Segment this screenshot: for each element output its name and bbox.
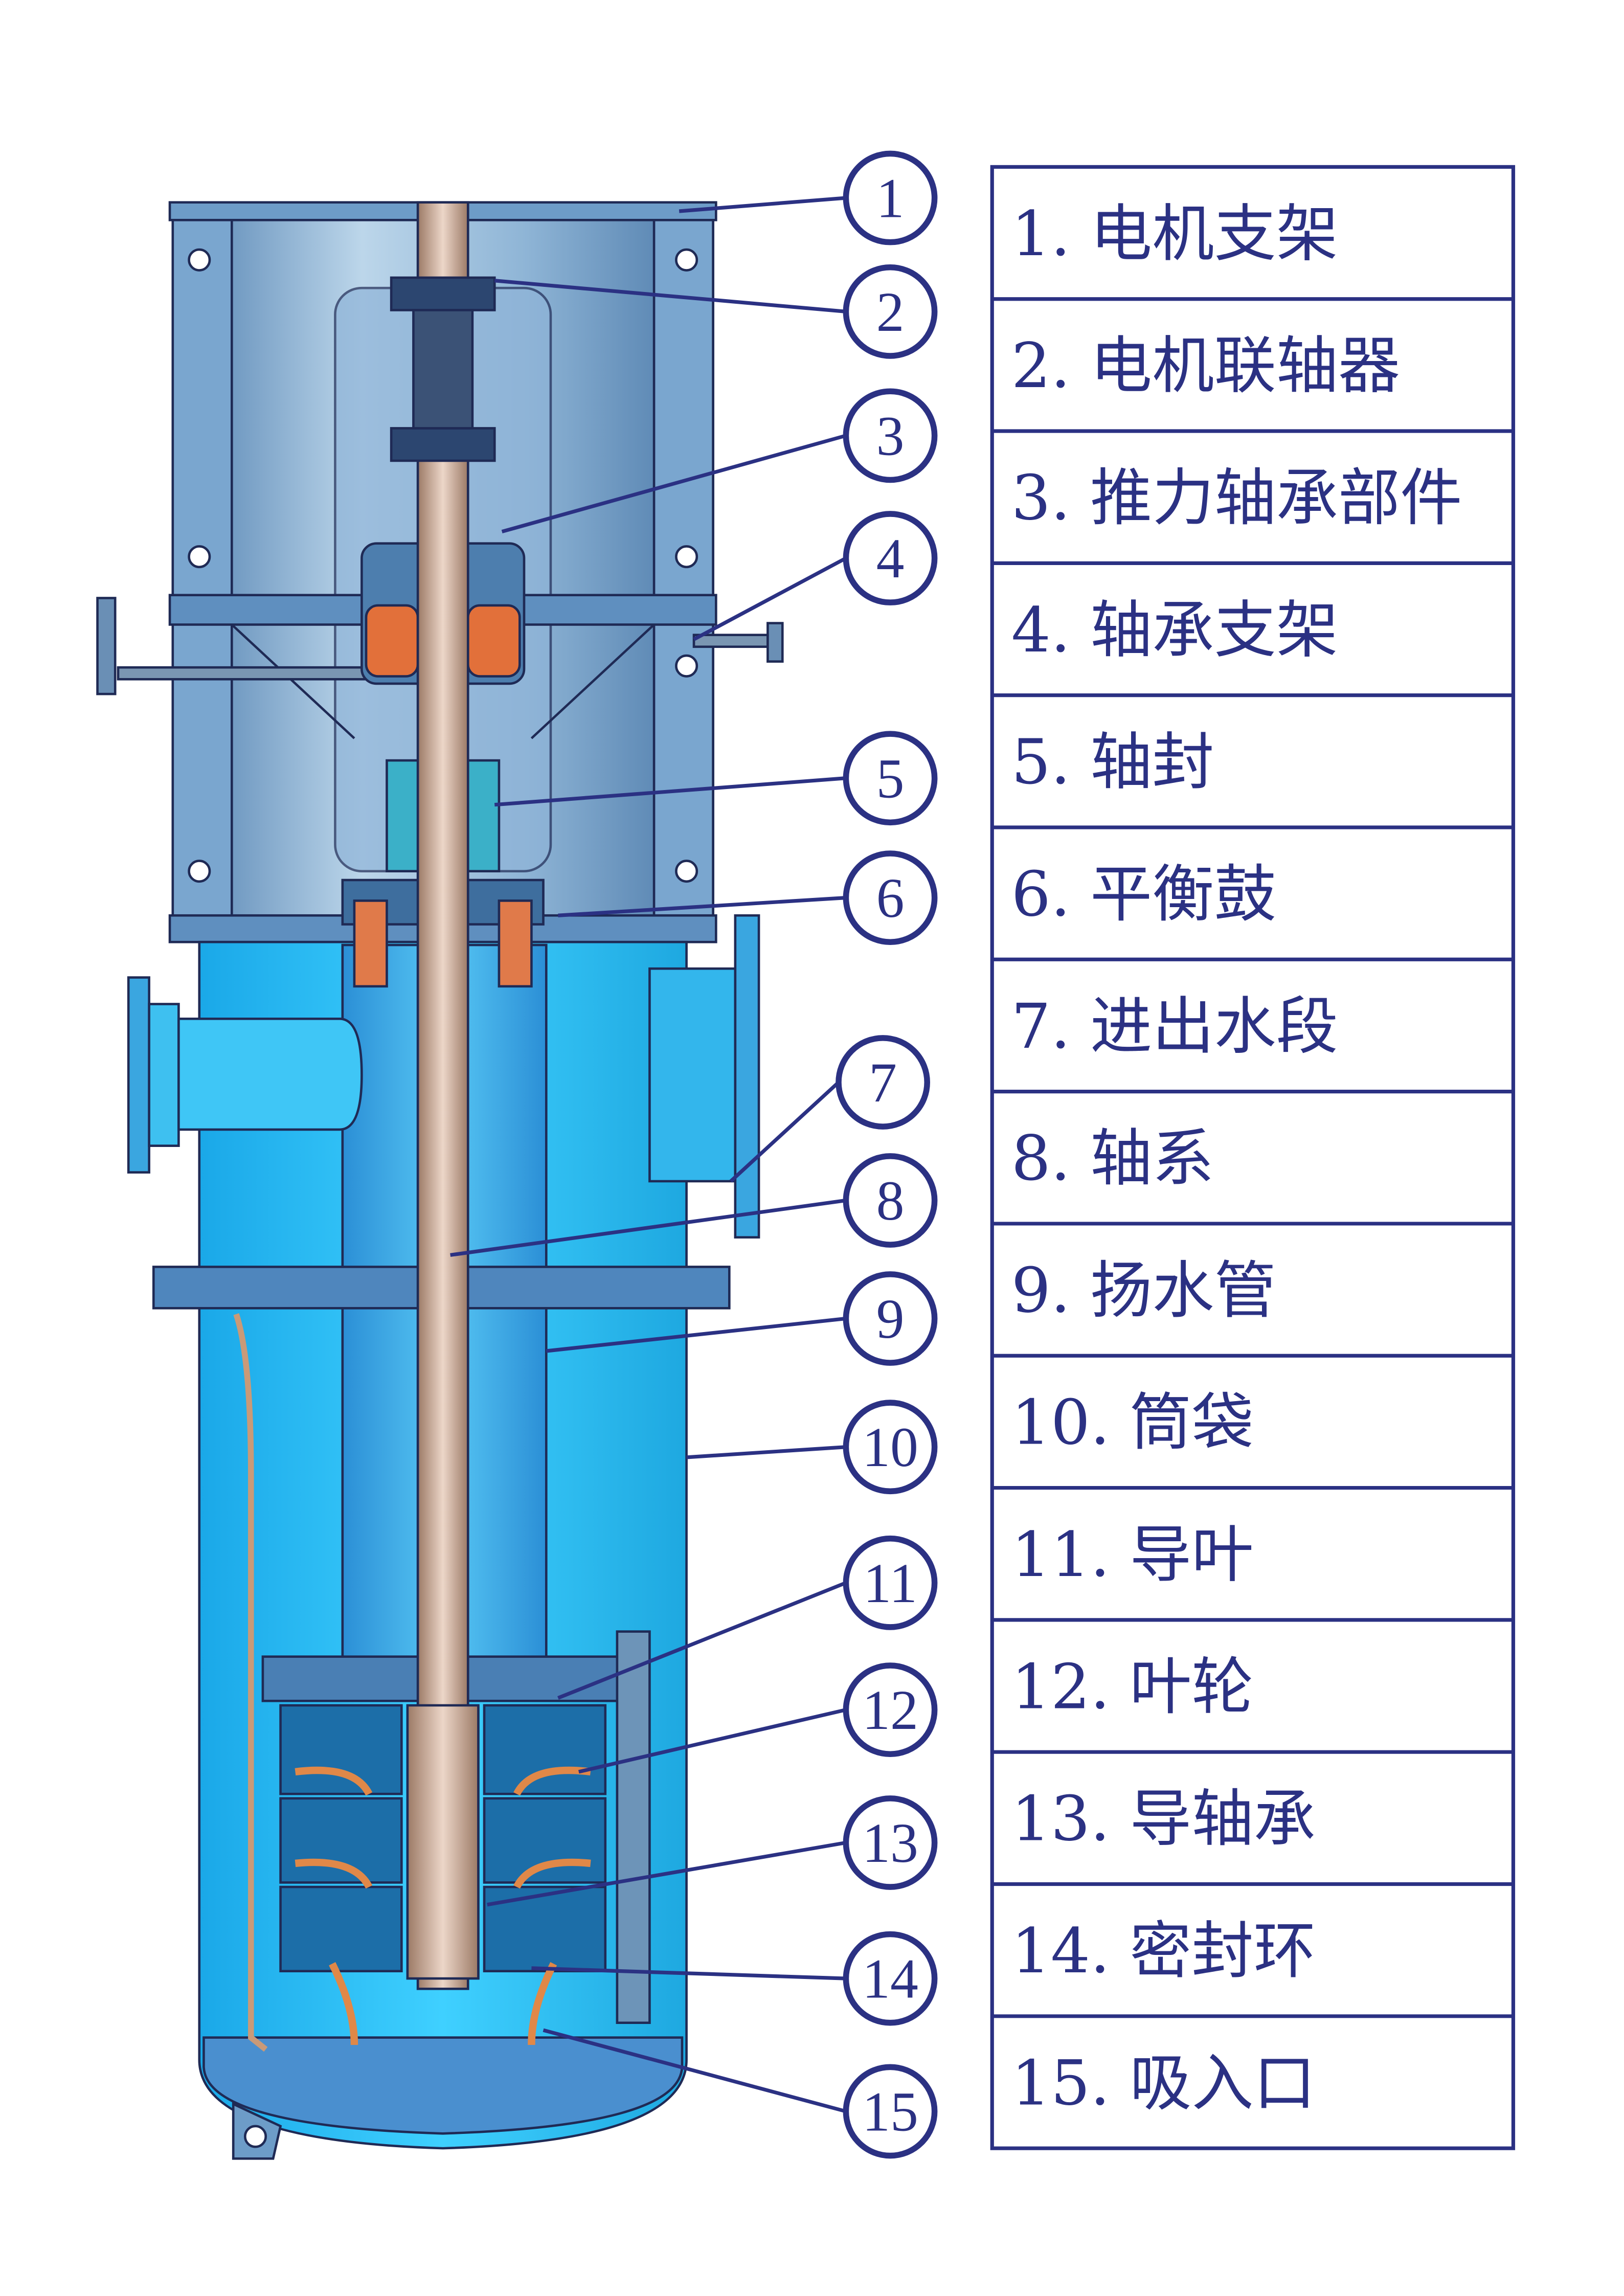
- leader-line: [487, 1840, 847, 1907]
- leader-line: [558, 896, 846, 917]
- leader-line: [557, 1581, 847, 1700]
- leader-line: [679, 196, 846, 213]
- callout-12: 12: [578, 1662, 938, 1774]
- leader-line: [501, 434, 847, 534]
- legend-table: 1. 电机支架 2. 电机联轴器 3. 推力轴承部件 4. 轴承支架 5. 轴封 6. 平…: [990, 165, 1516, 2150]
- callout-circle: [843, 511, 938, 605]
- legend-item: 7. 进出水段: [1011, 990, 1338, 1063]
- callout-number: 4: [876, 527, 905, 590]
- callout-4: 4: [693, 511, 938, 641]
- callout-15: 15: [543, 2028, 938, 2159]
- callout-circle: [843, 264, 938, 359]
- callout-number: 5: [876, 747, 905, 809]
- leader-line: [531, 1966, 846, 1980]
- legend-item: 6. 平衡鼓: [1011, 858, 1276, 930]
- callout-6: 6: [558, 850, 938, 946]
- callout-7: 7: [729, 1035, 930, 1183]
- legend-item: 2. 电机联轴器: [1011, 329, 1400, 402]
- callout-circle: [843, 150, 938, 245]
- callout-5: 5: [494, 731, 938, 826]
- leader-line: [543, 2028, 847, 2113]
- leader-line: [693, 556, 847, 641]
- callout-circle: [843, 850, 938, 946]
- legend-item: 1. 电机支架: [1011, 197, 1338, 270]
- legend-item: 8. 轴系: [1011, 1122, 1214, 1195]
- bowl-assembly: [261, 1630, 651, 2045]
- leader-line: [578, 1708, 847, 1774]
- leader-line: [686, 1445, 846, 1459]
- callout-circle: [836, 1035, 930, 1130]
- callout-2: 2: [494, 264, 938, 359]
- callout-number: 14: [862, 1948, 918, 2010]
- callout-circle: [843, 731, 938, 826]
- callout-circle: [843, 1662, 938, 1757]
- legend-item: 10. 筒袋: [1011, 1386, 1254, 1459]
- legend-item: 14. 密封环: [1011, 1915, 1316, 1987]
- callout-number: 10: [862, 1416, 918, 1478]
- callout-number: 11: [863, 1552, 917, 1614]
- callout-3: 3: [501, 388, 938, 534]
- callout-number: 6: [876, 867, 905, 929]
- callout-8: 8: [450, 1153, 938, 1257]
- callout-number: 7: [869, 1051, 897, 1114]
- callout-number: 15: [862, 2080, 918, 2143]
- callout-circle: [843, 1400, 938, 1495]
- leader-line: [729, 1081, 840, 1183]
- callout-number: 12: [862, 1679, 918, 1741]
- legend-item: 13. 导轴承: [1011, 1783, 1316, 1855]
- callout-circle: [843, 1795, 938, 1890]
- callout-9: 9: [546, 1271, 938, 1366]
- legend-item: 5. 轴封: [1011, 726, 1214, 798]
- leader-line: [546, 1316, 846, 1353]
- callout-number: 8: [876, 1169, 905, 1232]
- callout-number: 2: [876, 281, 905, 343]
- callout-11: 11: [557, 1535, 938, 1700]
- legend-item: 15. 吸入口: [1011, 2046, 1316, 2119]
- callout-circle: [843, 1153, 938, 1248]
- callout-circle: [843, 388, 938, 483]
- leader-line: [450, 1198, 846, 1257]
- callout-circle: [843, 1931, 938, 2026]
- callout-14: 14: [531, 1931, 938, 2026]
- leader-line: [494, 776, 846, 807]
- callout-1: 1: [679, 150, 938, 245]
- callout-circle: [843, 2064, 938, 2159]
- callout-circle: [843, 1271, 938, 1366]
- callout-number: 13: [862, 1812, 918, 1874]
- legend-item: 12. 叶轮: [1011, 1650, 1254, 1723]
- callout-13: 13: [487, 1795, 938, 1907]
- legend-item: 4. 轴承支架: [1011, 594, 1338, 666]
- callout-number: 1: [876, 167, 905, 230]
- callout-10: 10: [686, 1400, 938, 1495]
- callout-number: 9: [876, 1288, 905, 1350]
- shaft: [390, 201, 496, 1990]
- legend-item: 11. 导叶: [1011, 1518, 1254, 1591]
- callout-number: 3: [876, 404, 905, 467]
- legend-item: 3. 推力轴承部件: [1011, 462, 1462, 534]
- callout-circle: [843, 1535, 938, 1630]
- leader-line: [494, 279, 846, 313]
- legend-item: 9. 扬水管: [1011, 1254, 1276, 1326]
